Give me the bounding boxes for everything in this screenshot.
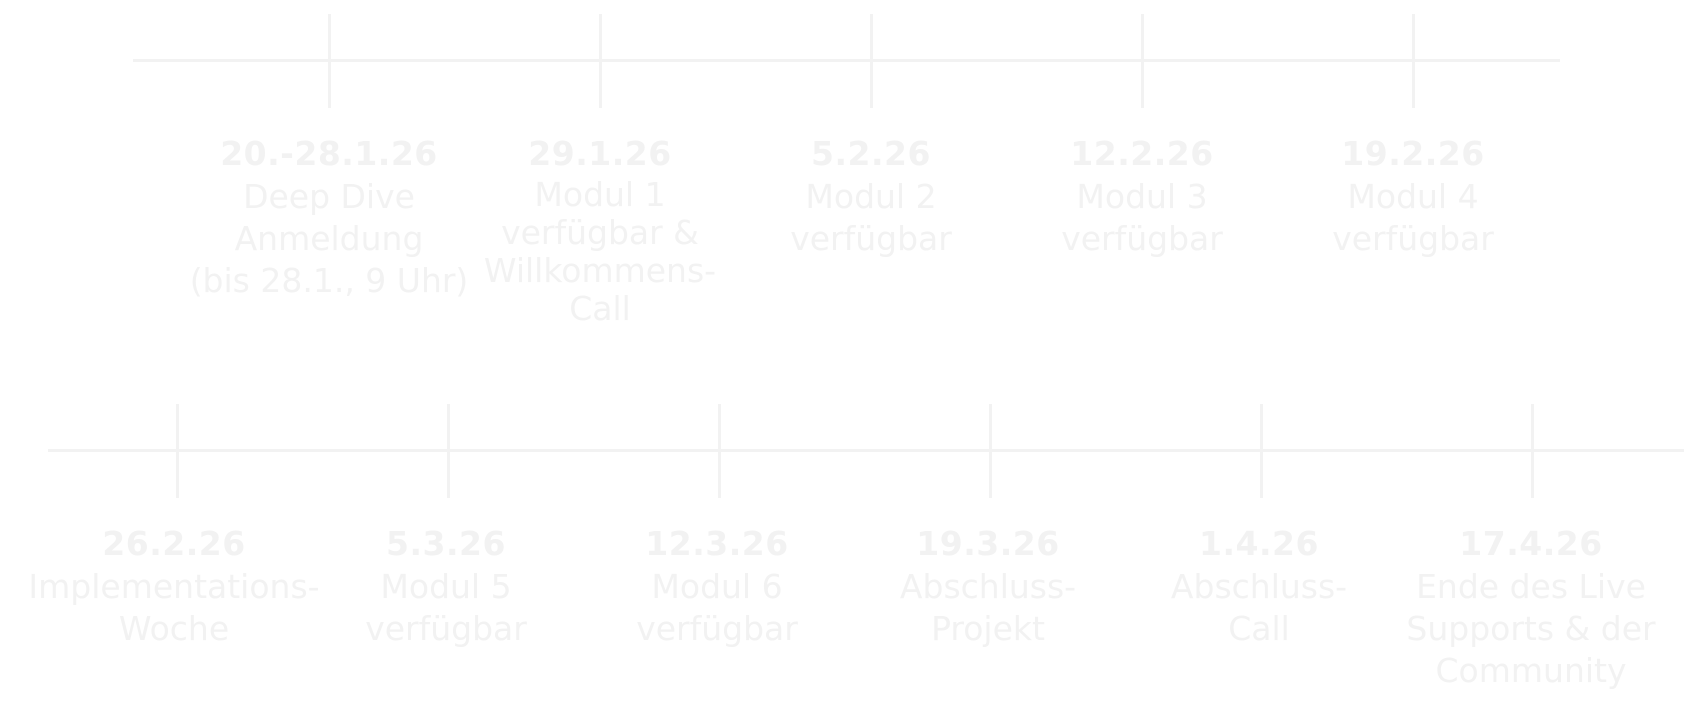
timeline-tick bbox=[1412, 14, 1415, 108]
timeline-tick bbox=[599, 14, 602, 108]
timeline-event: 12.3.26 Modul 6 verfügbar bbox=[572, 522, 862, 650]
event-date: 29.1.26 bbox=[528, 134, 672, 173]
event-label: Modul 3 verfügbar bbox=[1061, 177, 1223, 258]
event-label: Modul 4 verfügbar bbox=[1332, 177, 1494, 258]
event-label: Ende des Live Supports & der Community bbox=[1406, 567, 1656, 690]
timeline-tick bbox=[447, 404, 450, 498]
timeline-event: 1.4.26 Abschluss- Call bbox=[1114, 522, 1404, 650]
event-date: 19.3.26 bbox=[916, 524, 1060, 563]
timeline-event: 5.2.26 Modul 2 verfügbar bbox=[726, 132, 1016, 260]
timeline-event: 19.3.26 Abschluss- Projekt bbox=[843, 522, 1133, 650]
event-label: Deep Dive Anmeldung (bis 28.1., 9 Uhr) bbox=[189, 177, 469, 300]
timeline-event: 5.3.26 Modul 5 verfügbar bbox=[301, 522, 591, 650]
event-date: 20.-28.1.26 bbox=[220, 134, 438, 173]
event-date: 17.4.26 bbox=[1459, 524, 1603, 563]
event-date: 5.2.26 bbox=[811, 134, 931, 173]
event-date: 26.2.26 bbox=[102, 524, 246, 563]
event-label: Abschluss- Call bbox=[1170, 567, 1348, 648]
event-label: Modul 1 verfügbar & Willkommens- Call bbox=[483, 175, 717, 328]
timeline-event: 26.2.26 Implementations- Woche bbox=[4, 522, 344, 650]
event-date: 12.3.26 bbox=[645, 524, 789, 563]
event-date: 12.2.26 bbox=[1070, 134, 1214, 173]
event-label: Modul 5 verfügbar bbox=[365, 567, 527, 648]
event-label: Implementations- Woche bbox=[28, 567, 320, 648]
timeline-event: 20.-28.1.26 Deep Dive Anmeldung (bis 28.… bbox=[184, 132, 474, 302]
timeline-tick bbox=[1531, 404, 1534, 498]
timeline-tick bbox=[870, 14, 873, 108]
timeline-axis-row-1 bbox=[133, 59, 1560, 62]
event-label: Abschluss- Projekt bbox=[899, 567, 1077, 648]
timeline-event: 19.2.26 Modul 4 verfügbar bbox=[1268, 132, 1558, 260]
timeline-event: 12.2.26 Modul 3 verfügbar bbox=[997, 132, 1287, 260]
timeline-tick bbox=[1260, 404, 1263, 498]
timeline-tick bbox=[1141, 14, 1144, 108]
timeline-tick bbox=[718, 404, 721, 498]
timeline-axis-row-2 bbox=[48, 449, 1684, 452]
event-label: Modul 6 verfügbar bbox=[636, 567, 798, 648]
timeline-event: 17.4.26 Ende des Live Supports & der Com… bbox=[1381, 522, 1681, 692]
event-date: 5.3.26 bbox=[386, 524, 506, 563]
timeline-tick bbox=[176, 404, 179, 498]
event-label: Modul 2 verfügbar bbox=[790, 177, 952, 258]
timeline-tick bbox=[989, 404, 992, 498]
timeline-tick bbox=[328, 14, 331, 108]
event-date: 1.4.26 bbox=[1199, 524, 1319, 563]
timeline-event: 29.1.26 Modul 1 verfügbar & Willkommens-… bbox=[455, 132, 745, 328]
event-date: 19.2.26 bbox=[1341, 134, 1485, 173]
